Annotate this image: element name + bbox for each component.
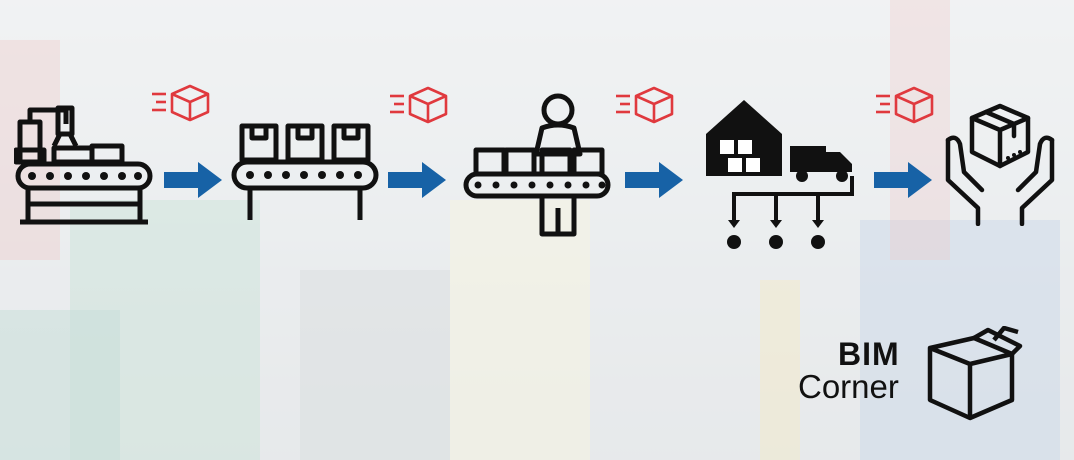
worker-packing-icon bbox=[463, 93, 611, 237]
logo-line-bim: BIM bbox=[838, 336, 900, 372]
arrow-right-icon bbox=[625, 162, 683, 198]
open-box-logo-icon bbox=[927, 326, 1023, 421]
flying-box-icon bbox=[876, 86, 934, 124]
arrow-right-icon bbox=[874, 162, 932, 198]
flying-box-icon bbox=[390, 86, 448, 124]
hands-holding-box-icon bbox=[945, 103, 1055, 226]
arrow-right-icon bbox=[164, 162, 222, 198]
arrow-right-icon bbox=[388, 162, 446, 198]
flying-box-icon bbox=[616, 86, 674, 124]
robot-arm-conveyor-icon bbox=[14, 105, 153, 225]
warehouse-distribution-icon bbox=[706, 100, 854, 249]
boxes-conveyor-icon bbox=[231, 123, 379, 220]
flying-box-icon bbox=[152, 84, 210, 122]
logo-line-corner: Corner bbox=[798, 368, 899, 405]
